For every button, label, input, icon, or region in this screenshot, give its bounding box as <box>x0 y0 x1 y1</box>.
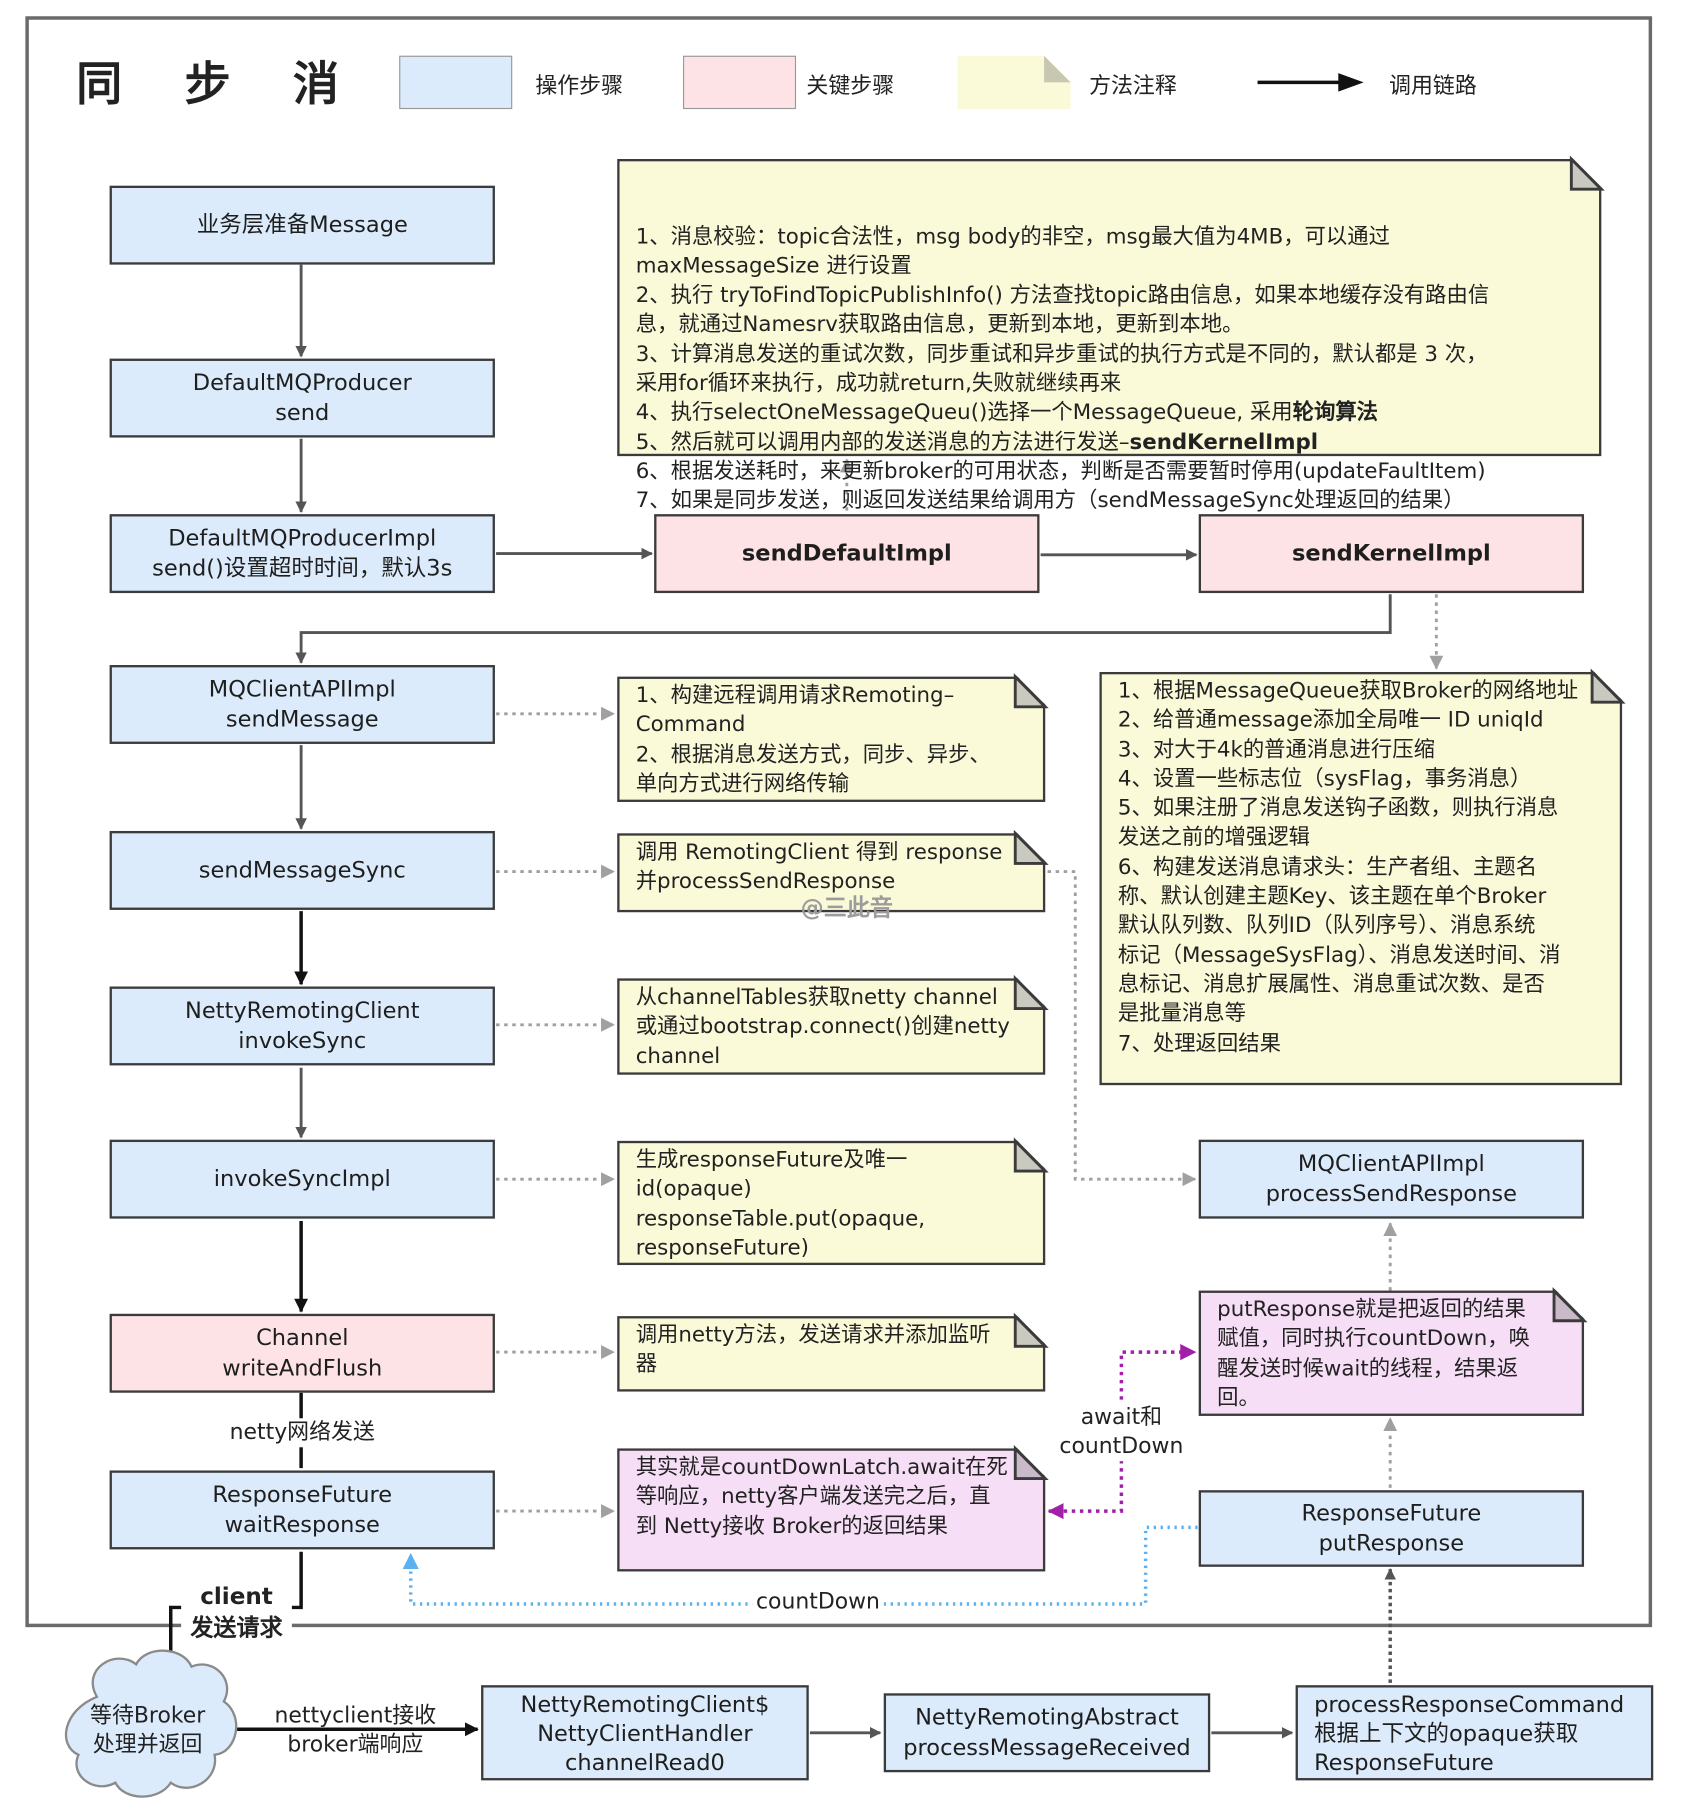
wait-response-note: 其实就是countDownLatch.await在死 等响应，netty客户端发… <box>617 1448 1046 1572</box>
legend-label-call-chain: 调用链路 <box>1389 73 1477 99</box>
countdown-label: countDown <box>752 1587 884 1617</box>
send-default-impl-note: 1、消息校验：topic合法性，msg body的非空，msg最大值为4MB，可… <box>617 158 1602 513</box>
client-api-send-message-box: MQClientAPIImpl sendMessage <box>109 665 495 744</box>
producer-send-box: DefaultMQProducer send <box>109 358 495 438</box>
channel-write-flush-box: Channel writeAndFlush <box>109 1313 495 1393</box>
netty-invoke-sync-box: NettyRemotingClient invokeSync <box>109 986 495 1066</box>
watermark: @三此音 <box>800 893 893 922</box>
note-bold-round-robin: 轮询算法 <box>1292 400 1379 426</box>
netty-client-handler-box: NettyRemotingClient$ NettyClientHandler … <box>481 1685 809 1781</box>
note-text-part: 6、根据发送耗时，来更新broker的可用状态，判断是否需要暂时停用(updat… <box>635 459 1486 514</box>
prepare-message-box: 业务层准备Message <box>109 185 495 265</box>
send-default-impl-box: sendDefaultImpl <box>654 514 1040 594</box>
process-response-command-box: processResponseCommand 根据上下文的opaque获取 Re… <box>1295 1685 1654 1781</box>
legend-swatch-key-step <box>682 55 797 110</box>
diagram-frame <box>25 16 1653 1628</box>
diagram-title: 同 步 消 息 <box>76 58 471 112</box>
response-future-put-box: ResponseFuture putResponse <box>1198 1490 1585 1567</box>
await-countdown-label: await和 countDown <box>1055 1403 1188 1462</box>
note-text-part: 1、消息校验：topic合法性，msg body的非空，msg最大值为4MB，可… <box>635 224 1490 426</box>
response-future-wait-box: ResponseFuture waitResponse <box>109 1470 495 1550</box>
legend-label-method-note: 方法注释 <box>1089 73 1177 99</box>
send-message-note: 1、构建远程调用请求Remoting– Command 2、根据消息发送方式，同… <box>617 676 1046 802</box>
legend-label-op-step: 操作步骤 <box>535 73 624 99</box>
note-text-part: 5、然后就可以调用内部的发送消息的方法进行发送– <box>635 430 1130 455</box>
producer-impl-send-box: DefaultMQProducerImpl send()设置超时时间，默认3s <box>109 514 495 594</box>
invoke-sync-note: 从channelTables获取netty channel 或通过bootstr… <box>617 978 1046 1075</box>
send-message-sync-box: sendMessageSync <box>109 830 495 910</box>
invoke-sync-impl-box: invokeSyncImpl <box>109 1139 495 1219</box>
put-response-note: putResponse就是把返回的结果 赋值，同时执行countDown，唤 醒… <box>1198 1290 1585 1416</box>
send-message-sync-note: 调用 RemotingClient 得到 response 并processSe… <box>617 833 1046 913</box>
send-kernel-impl-box: sendKernelImpl <box>1198 514 1585 594</box>
invoke-sync-impl-note: 生成responseFuture及唯一 id(opaque) responseT… <box>617 1140 1046 1266</box>
process-message-received-box: NettyRemotingAbstract processMessageRece… <box>883 1693 1211 1773</box>
legend-swatch-op-step <box>399 55 513 110</box>
netty-send-label: netty网络发送 <box>221 1418 384 1448</box>
send-kernel-impl-note: 1、根据MessageQueue获取Broker的网络地址 2、给普通messa… <box>1099 671 1623 1086</box>
cloud-label: 等待Broker 处理并返回 <box>90 1702 206 1758</box>
netty-client-receive-label: nettyclient接收 broker端响应 <box>274 1702 437 1758</box>
write-flush-note: 调用netty方法，发送请求并添加监听 器 <box>617 1316 1046 1392</box>
client-send-request-label: client 发送请求 <box>181 1580 292 1644</box>
legend-label-key-step: 关键步骤 <box>806 73 895 99</box>
client-api-process-response-box: MQClientAPIImpl processSendResponse <box>1198 1139 1585 1219</box>
note-bold-send-kernel-impl: sendKernelImpl <box>1129 430 1319 455</box>
